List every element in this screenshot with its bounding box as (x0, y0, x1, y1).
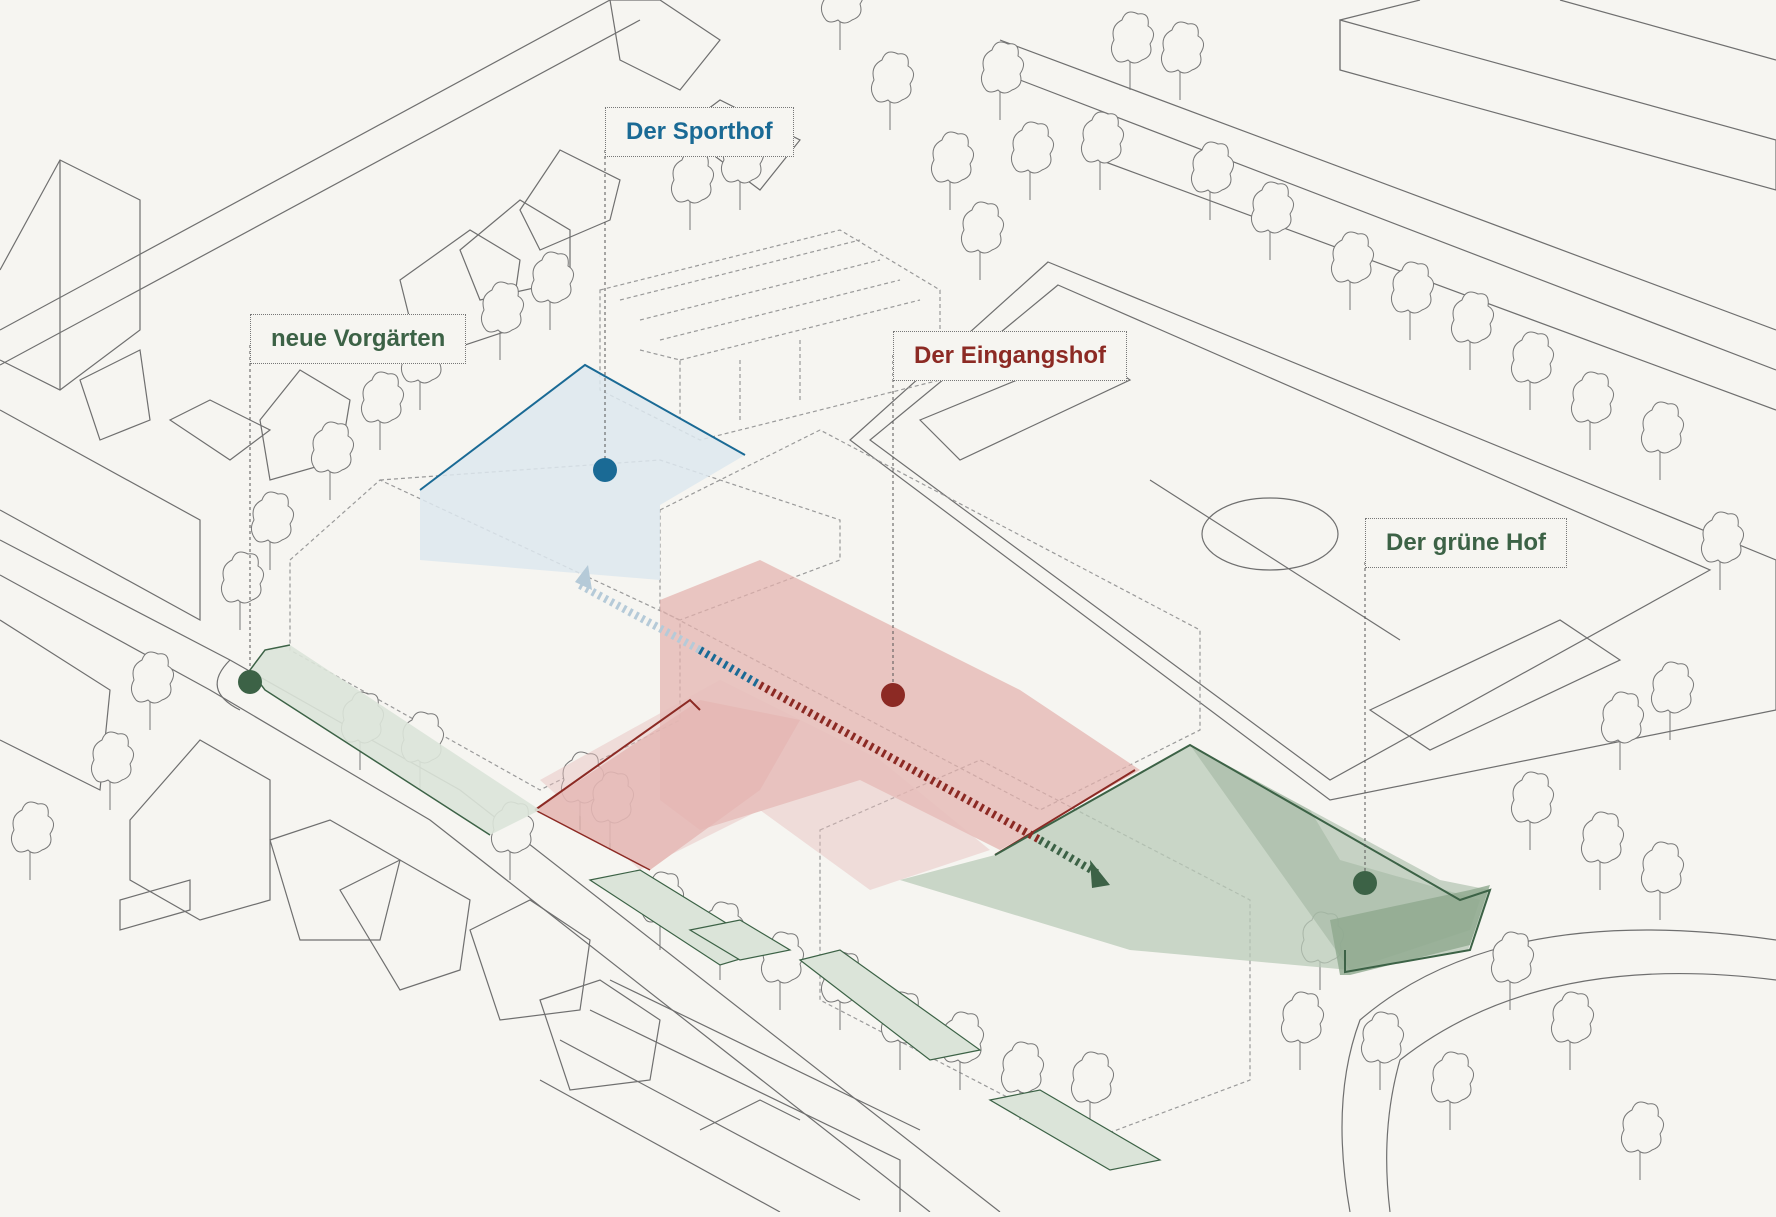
label-gruener-hof: Der grüne Hof (1365, 518, 1568, 568)
eingangshof-area (534, 560, 1140, 890)
sporthof-marker-icon (593, 458, 617, 482)
sporthof-area (419, 363, 746, 580)
label-sporthof: Der Sporthof (605, 107, 794, 157)
gruener-hof-area (900, 743, 1492, 975)
leader-lines (249, 150, 1366, 883)
label-eingangshof: Der Eingangshof (893, 331, 1128, 381)
eingangshof-marker-icon (881, 683, 905, 707)
gruenerhof-marker-icon (1353, 871, 1377, 895)
path-arrow (575, 565, 1110, 888)
vorgarten-area (249, 644, 1162, 1171)
label-neue-vorgaerten: neue Vorgärten (250, 314, 467, 364)
vorgarten-marker-icon (238, 670, 262, 694)
